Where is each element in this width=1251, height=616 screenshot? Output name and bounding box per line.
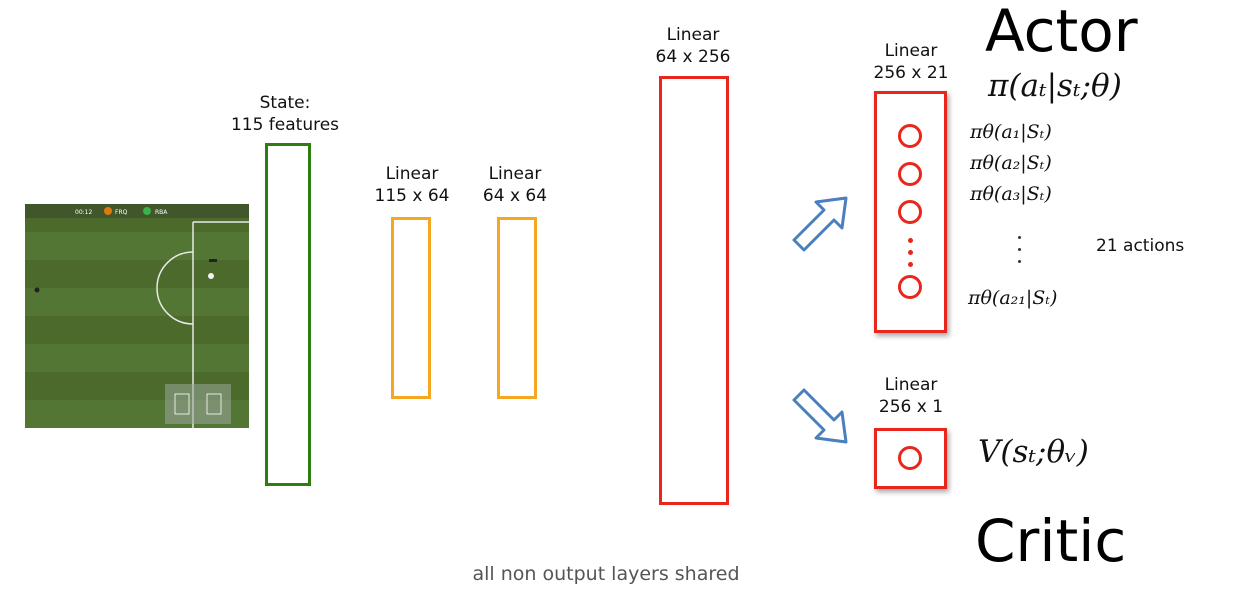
- actor-layer-label: Linear 256 x 21: [851, 40, 971, 84]
- actor-layer-title: Linear: [884, 41, 938, 61]
- action-prob-1: πθ(a₁|Sₜ): [970, 121, 1052, 143]
- hud-team1: FRQ: [115, 209, 128, 216]
- layer1-dims: 115 x 64: [374, 186, 450, 206]
- value-formula: V(sₜ;θᵥ): [978, 434, 1089, 470]
- action-node-2: [898, 162, 922, 186]
- layer2-label: Linear 64 x 64: [455, 163, 575, 207]
- hud-time: 00:12: [75, 209, 92, 216]
- state-label-line2: 115 features: [230, 115, 340, 135]
- state-label: State: 115 features: [225, 92, 345, 136]
- vertical-ellipsis-dot-1: [1018, 236, 1021, 239]
- hud-team2: RBA: [155, 209, 168, 216]
- vertical-ellipsis-dot-2: [1018, 248, 1021, 251]
- action-node-3: [898, 200, 922, 224]
- layer1-box: [391, 217, 431, 399]
- action-prob-21: πθ(a₂₁|Sₜ): [968, 287, 1058, 309]
- action-prob-3: πθ(a₃|Sₜ): [970, 183, 1052, 205]
- football-field: 00:12 FRQ RBA: [25, 204, 249, 428]
- critic-layer-label: Linear 256 x 1: [851, 374, 971, 418]
- layer1-title: Linear: [385, 164, 439, 184]
- action-prob-2: πθ(a₂|Sₜ): [970, 152, 1052, 174]
- layer3-box: [659, 76, 729, 505]
- layer2-dims: 64 x 64: [482, 186, 548, 206]
- state-label-line1: State:: [259, 93, 311, 113]
- critic-layer-dims: 256 x 1: [878, 397, 944, 417]
- arrow-to-critic-icon: [792, 388, 848, 444]
- actions-count-label: 21 actions: [1096, 236, 1185, 256]
- critic-layer-title: Linear: [884, 375, 938, 395]
- actor-heading: Actor: [985, 0, 1138, 65]
- critic-heading: Critic: [975, 507, 1127, 575]
- ellipsis-dot-1: [908, 238, 913, 243]
- layer2-title: Linear: [488, 164, 542, 184]
- action-node-1: [898, 124, 922, 148]
- value-node: [898, 446, 922, 470]
- layer1-label: Linear 115 x 64: [352, 163, 472, 207]
- game-screenshot: 00:12 FRQ RBA: [25, 204, 249, 428]
- layer3-dims: 64 x 256: [655, 47, 731, 67]
- critic-output-box: [874, 428, 947, 489]
- state-layer-box: [265, 143, 311, 486]
- layer3-title: Linear: [666, 25, 720, 45]
- policy-formula: π(aₜ|sₜ;θ): [988, 68, 1122, 104]
- ellipsis-dot-3: [908, 262, 913, 267]
- arrow-to-actor-icon: [792, 196, 848, 252]
- vertical-ellipsis-dot-3: [1018, 260, 1021, 263]
- layer2-box: [497, 217, 537, 399]
- ellipsis-dot-2: [908, 250, 913, 255]
- actor-layer-dims: 256 x 21: [873, 63, 949, 83]
- footer-caption: all non output layers shared: [472, 563, 740, 585]
- actor-output-box: [874, 91, 947, 333]
- layer3-label: Linear 64 x 256: [633, 24, 753, 68]
- action-node-21: [898, 275, 922, 299]
